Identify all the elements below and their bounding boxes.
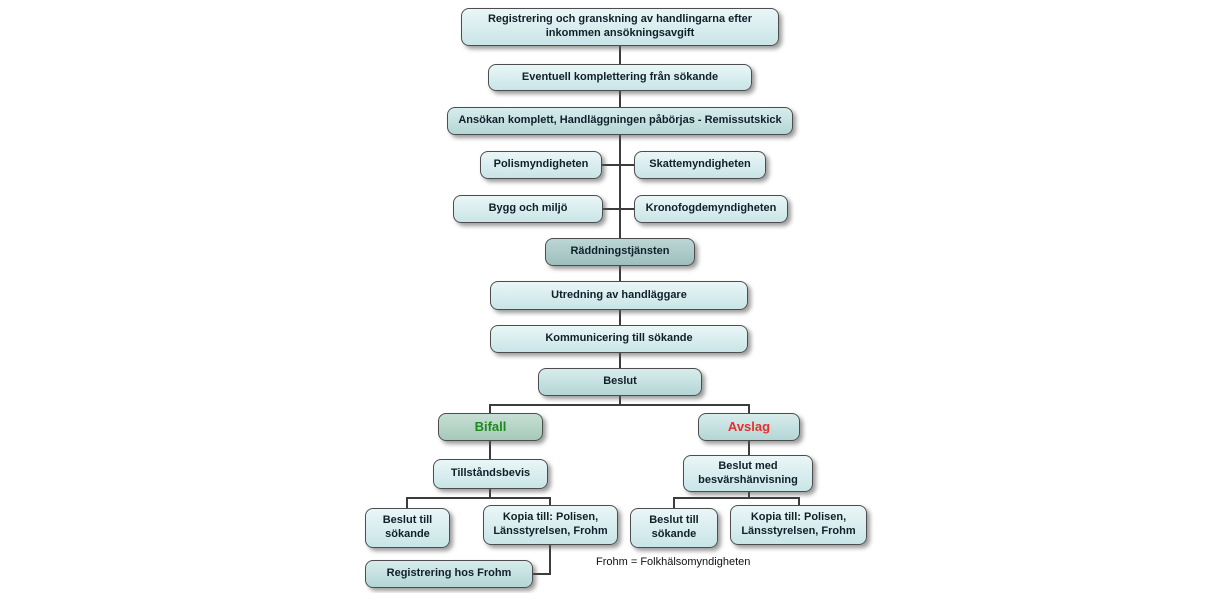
connector-registrering-frohm bbox=[533, 573, 551, 575]
connector-to-beslut-sokande-right bbox=[673, 497, 675, 508]
connector-to-kopia-left bbox=[549, 497, 551, 505]
node-bygg-och-miljo: Bygg och miljö bbox=[453, 195, 603, 223]
connector-beslut-split bbox=[489, 404, 750, 406]
node-kopia-till-avslag: Kopia till: Polisen, Länsstyrelsen, Froh… bbox=[730, 505, 867, 545]
footnote-frohm: Frohm = Folkhälsomyndigheten bbox=[596, 556, 751, 568]
node-registrering-granskning: Registrering och granskning av handlinga… bbox=[461, 8, 779, 46]
node-beslut: Beslut bbox=[538, 368, 702, 396]
node-bifall: Bifall bbox=[438, 413, 543, 441]
node-utredning: Utredning av handläggare bbox=[490, 281, 748, 310]
connector-to-bifall bbox=[489, 404, 491, 414]
node-raddningstjansten: Räddningstjänsten bbox=[545, 238, 695, 266]
connector-to-kopia-right bbox=[798, 497, 800, 505]
node-avslag: Avslag bbox=[698, 413, 800, 441]
node-kronofogdemyndigheten: Kronofogdemyndigheten bbox=[634, 195, 788, 223]
node-beslut-till-sokande-bifall: Beslut till sökande bbox=[365, 508, 450, 548]
connector-skatte bbox=[620, 164, 635, 166]
connector-to-avslag bbox=[748, 404, 750, 414]
node-beslut-med-besvarshanvisning: Beslut med besvärshänvisning bbox=[683, 455, 813, 492]
connector-tillstandsbevis-down bbox=[489, 489, 491, 499]
connector-main-spine bbox=[619, 46, 621, 406]
connector-bygg bbox=[602, 208, 620, 210]
node-ansokan-komplett: Ansökan komplett, Handläggningen påbörja… bbox=[447, 107, 793, 135]
node-kommunicering: Kommunicering till sökande bbox=[490, 325, 748, 353]
connector-avslag-besvar bbox=[748, 441, 750, 455]
connector-kopia-down bbox=[549, 545, 551, 575]
connector-bifall-branch bbox=[406, 497, 551, 499]
node-registrering-hos-frohm: Registrering hos Frohm bbox=[365, 560, 533, 588]
node-tillstandsbevis: Tillståndsbevis bbox=[433, 459, 548, 489]
connector-to-beslut-sokande-left bbox=[406, 497, 408, 508]
node-komplettering: Eventuell komplettering från sökande bbox=[488, 64, 752, 91]
connector-polis bbox=[601, 164, 620, 166]
connector-avslag-branch bbox=[673, 497, 800, 499]
connector-besvar-down bbox=[748, 492, 750, 499]
node-polismyndigheten: Polismyndigheten bbox=[480, 151, 602, 179]
node-beslut-till-sokande-avslag: Beslut till sökande bbox=[630, 508, 718, 548]
connector-krono bbox=[620, 208, 635, 210]
node-kopia-till-bifall: Kopia till: Polisen, Länsstyrelsen, Froh… bbox=[483, 505, 618, 545]
node-skattemyndigheten: Skattemyndigheten bbox=[634, 151, 766, 179]
connector-bifall-tillstandsbevis bbox=[489, 441, 491, 459]
